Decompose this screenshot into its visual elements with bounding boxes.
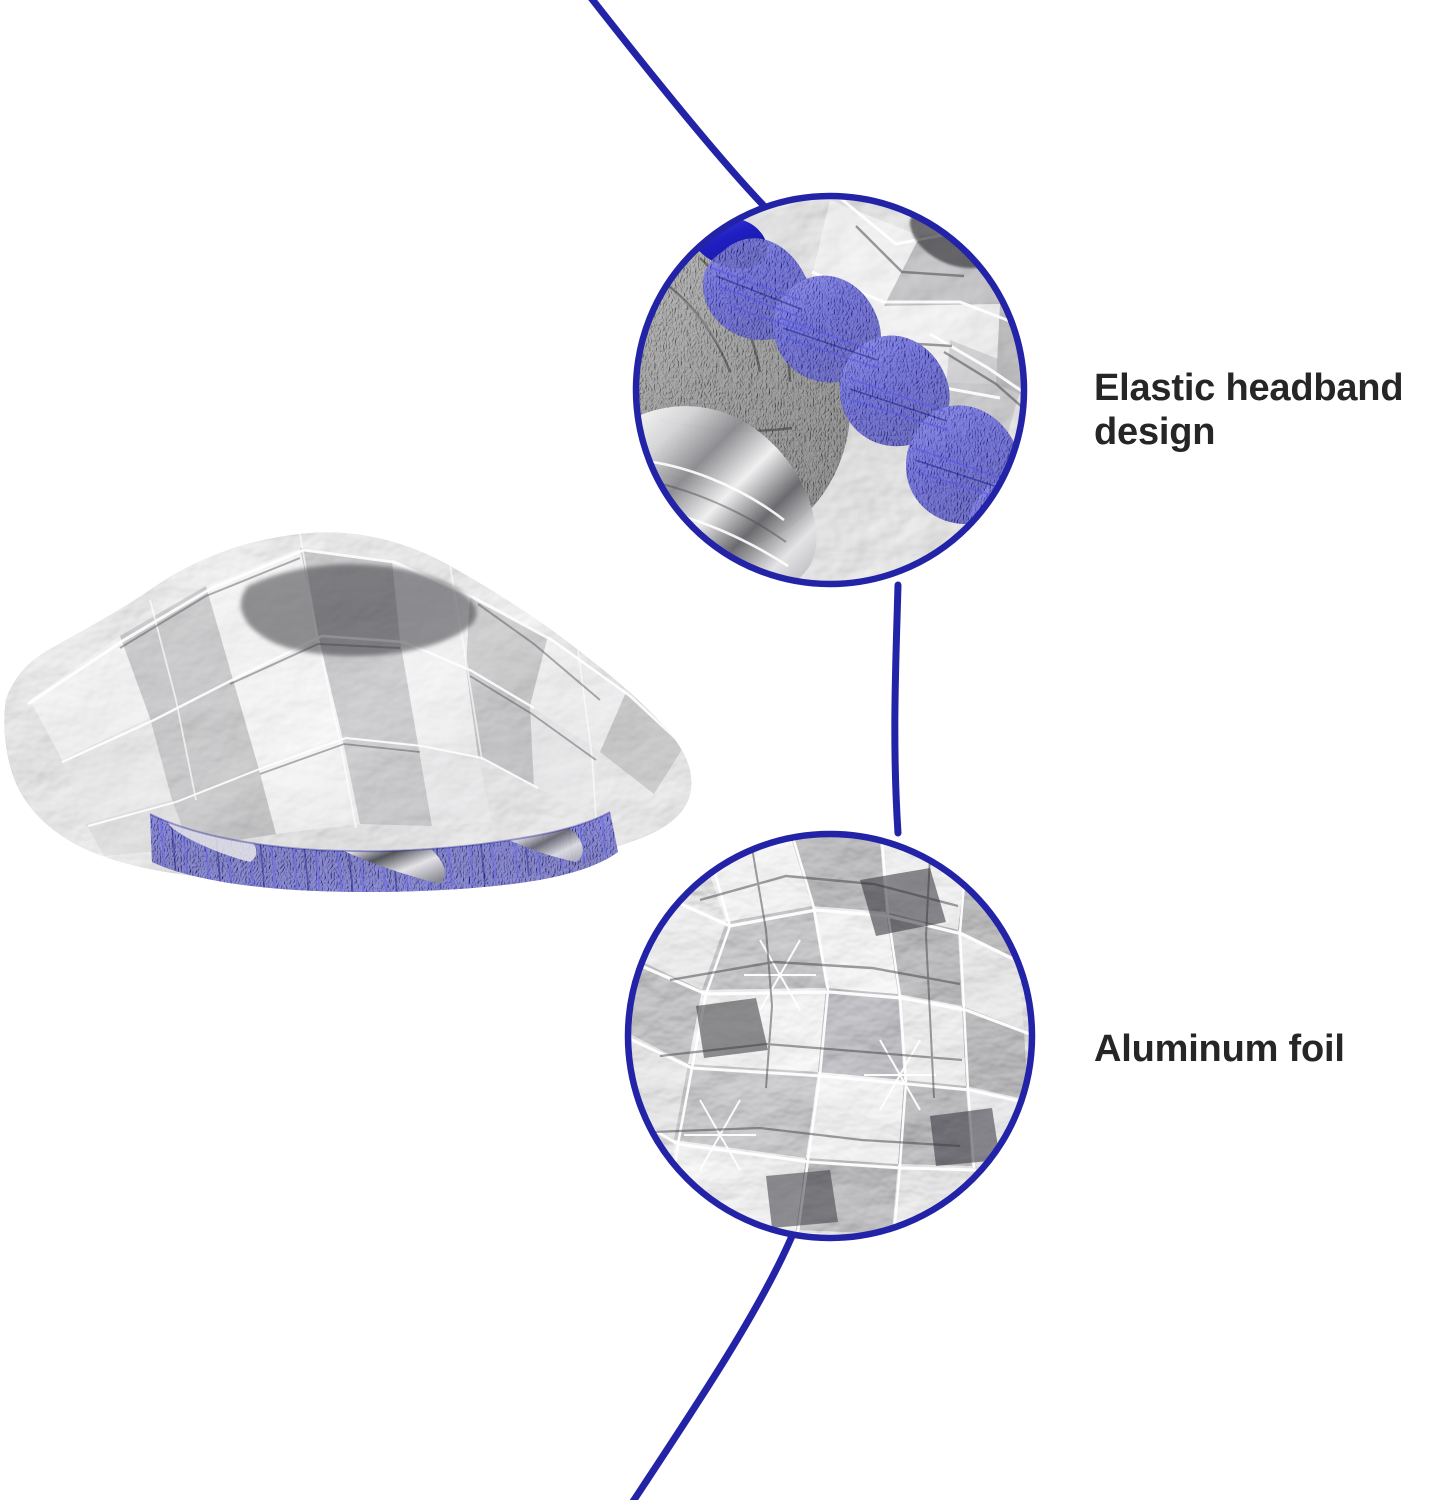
elastic-band-top-edge	[149, 811, 611, 853]
foil-highlights	[27, 533, 687, 829]
callout-connectors	[588, 0, 902, 1500]
callout-circle-elastic-headband	[632, 192, 1028, 588]
cap-opening-shadow	[240, 564, 477, 656]
connector-bottom	[629, 1232, 796, 1500]
callout-circle-outline-top	[632, 192, 1028, 588]
callout-label-aluminum-foil: Aluminum foil	[1094, 1028, 1345, 1070]
connector-top	[588, 0, 768, 210]
callout-label-elastic-headband: Elastic headband design	[1094, 367, 1404, 454]
callout-circle-outline-bottom	[624, 830, 1036, 1242]
product-image-foil-cap	[4, 532, 692, 892]
callout-circle-aluminum-foil	[624, 830, 1036, 1242]
connector-middle	[891, 581, 902, 837]
